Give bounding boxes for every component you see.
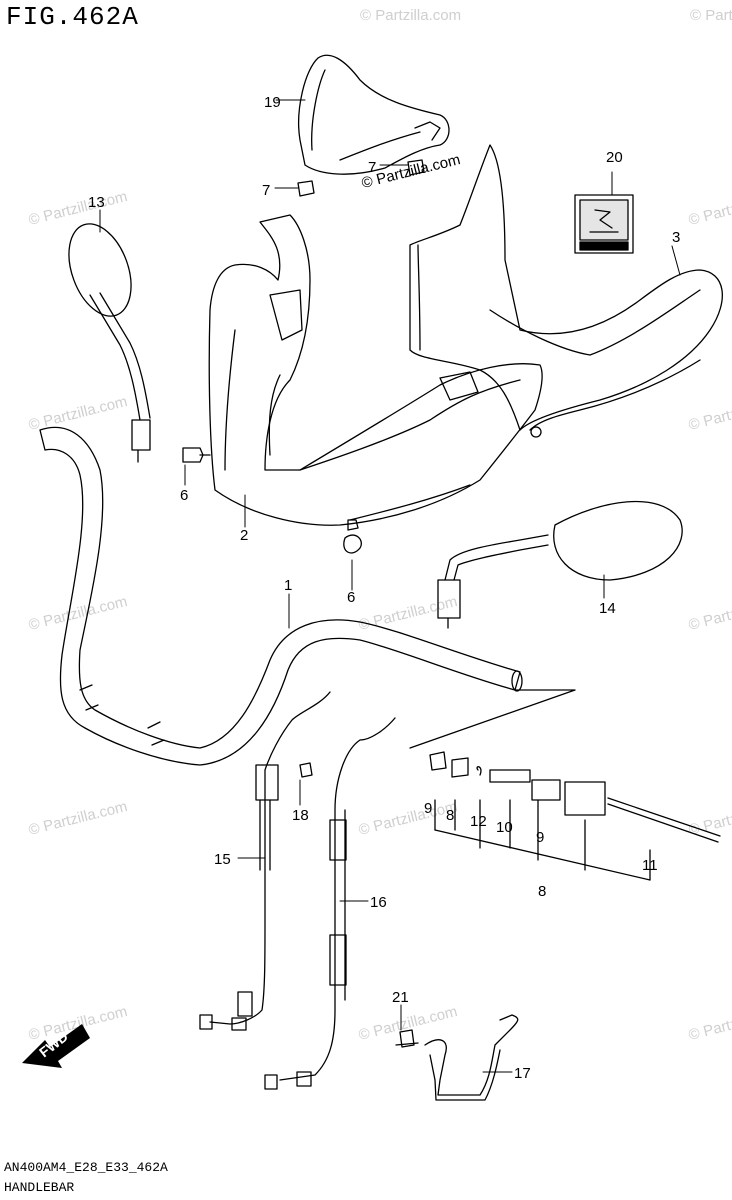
watermark: © Partzilla.com — [360, 7, 461, 24]
callout-2: 2 — [240, 527, 248, 544]
callout-9: 9 — [536, 829, 544, 846]
part-9b-weight — [564, 781, 606, 816]
callout-4: 19 — [264, 94, 281, 111]
callout-11: 9 — [424, 800, 432, 817]
watermark: © Partzilla.com — [687, 1003, 732, 1044]
part-16-mirror-right — [437, 500, 683, 629]
part-6-clip — [182, 447, 362, 554]
callout-3: 3 — [672, 229, 680, 246]
forward-arrow-icon: FWD — [22, 1024, 90, 1068]
watermark: © Partzilla.com — [687, 393, 732, 434]
part-11-nut — [429, 751, 447, 771]
part-19-bracket — [424, 1014, 519, 1101]
callout-17: 15 — [214, 851, 231, 868]
part-12-sleeve — [489, 769, 531, 783]
part-14-ring — [476, 766, 482, 776]
callout-1: 1 — [284, 577, 292, 594]
part-15-mirror-left — [68, 223, 151, 463]
callout-16: 14 — [599, 600, 616, 617]
callout-10: 8 — [446, 807, 454, 824]
watermarks: © Partzilla.com © Partzilla.com © Partzi… — [27, 7, 732, 1044]
part-5-emblem — [574, 194, 634, 254]
leader-lines — [99, 99, 681, 1073]
part-2-cover-front — [208, 214, 543, 526]
callout-6: 6 — [180, 487, 188, 504]
part-7-clip — [297, 159, 425, 197]
watermark: © Partzilla.com — [27, 393, 129, 434]
part-9-weight — [531, 779, 561, 801]
watermark: © Partzilla.com — [690, 7, 732, 24]
part-20-bolt — [299, 762, 313, 778]
figure-code: AN400AM4_E28_E33_462A — [4, 1160, 168, 1175]
part-13-screw — [607, 797, 721, 843]
watermark: © Partzilla.com — [27, 188, 129, 229]
watermark: © Partzilla.com — [357, 593, 459, 634]
callout-14: 12 — [470, 813, 487, 830]
callout-13: 11 — [642, 857, 658, 874]
part-8-grip-end-assembly — [409, 689, 721, 881]
part-21-bolt — [395, 1029, 419, 1048]
callout-21: 21 — [392, 989, 409, 1006]
callout-7: 7 — [368, 159, 376, 176]
callout-6: 6 — [347, 589, 355, 606]
watermark: © Partzilla.com — [27, 593, 129, 634]
callout-18: 16 — [370, 894, 387, 911]
watermark: © Partzilla.com — [687, 188, 732, 229]
figure-name: HANDLEBAR — [4, 1180, 75, 1195]
callout-15: 13 — [88, 194, 105, 211]
callout-12: 10 — [496, 819, 513, 836]
part-18-cable — [264, 717, 396, 1090]
callout-5: 20 — [606, 149, 623, 166]
callout-20: 18 — [292, 807, 309, 824]
callouts: 19 20 3 13 2 1 7 7 6 6 14 18 9 8 12 10 9… — [88, 94, 680, 1082]
callout-19: 17 — [514, 1065, 531, 1082]
watermark: © Partzilla.com — [687, 593, 732, 634]
part-4-cover-upper — [298, 54, 450, 175]
watermark: © Partzilla.com — [357, 1003, 459, 1044]
part-3-cover-side — [409, 144, 723, 438]
callout-8: 8 — [538, 883, 546, 900]
callout-7: 7 — [262, 182, 270, 199]
part-10-washer — [451, 757, 469, 778]
watermark: © Partzilla.com — [27, 798, 129, 839]
figure-title: FIG.462A — [6, 2, 139, 32]
watermark: © Partzilla.com — [357, 798, 459, 839]
